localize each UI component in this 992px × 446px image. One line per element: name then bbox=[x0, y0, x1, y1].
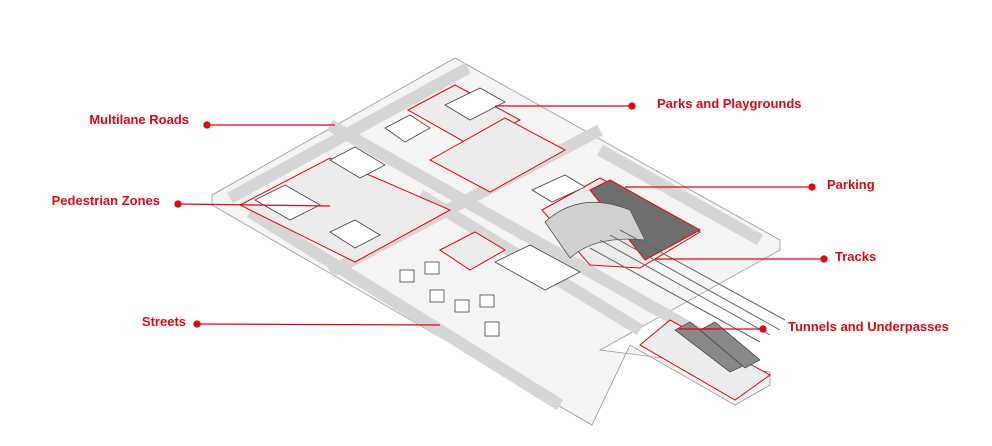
label-pedestrian-zones: Pedestrian Zones bbox=[51, 193, 160, 208]
label-multilane-roads: Multilane Roads bbox=[89, 112, 189, 127]
label-streets: Streets bbox=[141, 314, 186, 329]
houses bbox=[399, 261, 500, 337]
label-tracks: Tracks bbox=[835, 249, 877, 264]
tunnels bbox=[674, 321, 761, 373]
station-roof bbox=[544, 201, 646, 259]
label-parks: Parks and Playgrounds bbox=[657, 96, 802, 111]
buildings bbox=[254, 87, 586, 291]
railway-tracks bbox=[589, 229, 786, 343]
leader-lines bbox=[174, 102, 828, 333]
label-tunnels: Tunnels and Underpasses bbox=[788, 319, 949, 334]
label-parking: Parking bbox=[827, 177, 875, 192]
